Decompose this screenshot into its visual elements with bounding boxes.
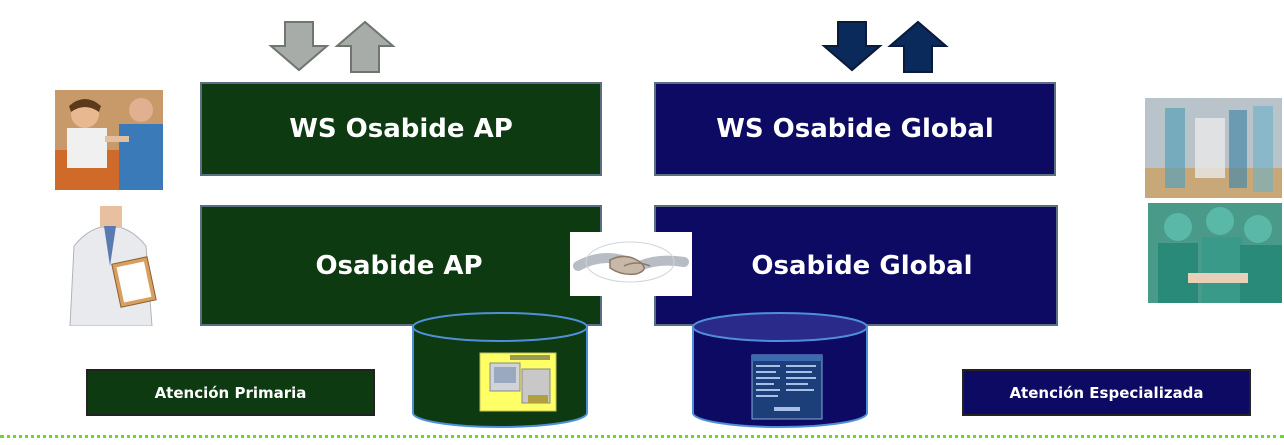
- dotted-separator: [0, 435, 1284, 438]
- osabide-global-label: Osabide Global: [751, 250, 973, 281]
- atencion-primaria-label-box: Atención Primaria: [86, 369, 375, 416]
- ap-database-icon: [412, 312, 588, 428]
- nurse-vaccination-photo: [55, 90, 163, 190]
- global-exchange-arrows-icon: [821, 20, 949, 73]
- ws-osabide-global-label: WS Osabide Global: [716, 114, 994, 144]
- atencion-especializada-label-box: Atención Especializada: [962, 369, 1251, 416]
- osabide-ap-label: Osabide AP: [315, 250, 483, 281]
- ws-osabide-ap-label: WS Osabide AP: [289, 114, 513, 144]
- ap-exchange-arrows-icon: [268, 20, 396, 73]
- ws-osabide-ap-box: WS Osabide AP: [200, 82, 602, 176]
- atencion-primaria-label: Atención Primaria: [154, 383, 307, 402]
- surgery-team-photo: [1148, 203, 1282, 303]
- osabide-global-box: Osabide Global: [654, 205, 1058, 326]
- handshake-icon: [570, 232, 692, 296]
- ws-osabide-global-box: WS Osabide Global: [654, 82, 1056, 176]
- osabide-ap-box: Osabide AP: [200, 205, 602, 326]
- hospital-corridor-photo: [1145, 98, 1282, 198]
- global-database-icon: [692, 312, 868, 428]
- doctor-clipboard-photo: [60, 206, 162, 326]
- atencion-especializada-label: Atención Especializada: [1009, 383, 1204, 402]
